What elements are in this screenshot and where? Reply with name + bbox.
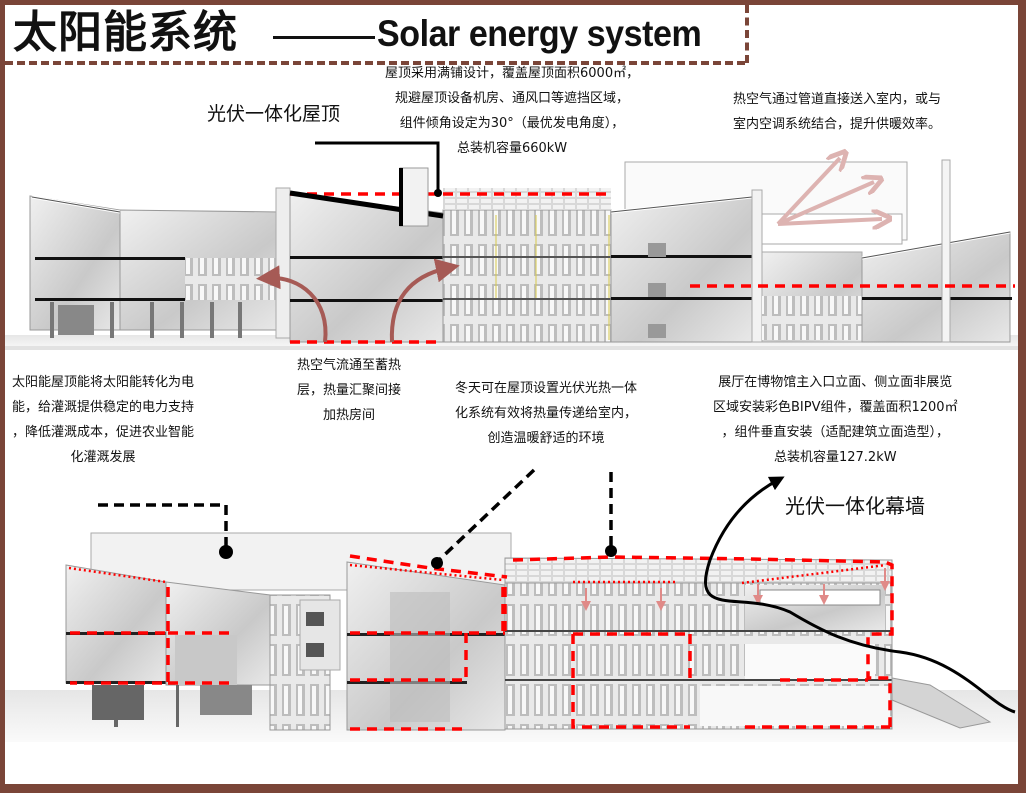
note-heat-storage: 热空气流通至蓄热 层，热量汇聚间接 加热房间 — [297, 353, 401, 428]
note-line: 化灌溉发展 — [70, 450, 136, 465]
note-line: 化系统有效将热量传递给室内， — [455, 406, 638, 421]
note-line: 冬天可在屋顶设置光伏光热一体 — [455, 381, 638, 396]
title-underline-dashed — [5, 61, 745, 65]
note-line: ，组件垂直安装（适配建筑立面造型）， — [721, 425, 950, 440]
note-line: 总装机容量660kW — [456, 141, 568, 156]
note-line: 总装机容量127.2kW — [773, 450, 897, 465]
pv-roof-label: 光伏一体化屋顶 — [207, 103, 341, 125]
note-bipv-facade: 展厅在博物馆主入口立面、侧立面非展览 区域安装彩色BIPV组件，覆盖面积1200… — [713, 370, 958, 470]
note-line: ，降低灌溉成本，促进农业智能 — [12, 425, 195, 440]
pv-curtain-wall-label: 光伏一体化幕墙 — [785, 494, 925, 518]
bottom-section-building — [5, 532, 1018, 742]
note-line: 区域安装彩色BIPV组件，覆盖面积1200㎡ — [713, 400, 958, 415]
title-box: 太阳能系统 Solar energy system — [5, 5, 749, 65]
note-line: 能，给灌溉提供稳定的电力支持 — [12, 400, 195, 415]
bottom-leader-lines — [98, 468, 613, 564]
pv-roof-leader — [289, 141, 444, 227]
note-line: 规避屋顶设备机房、通风口等遮挡区域， — [395, 91, 630, 106]
note-line: 组件倾角设定为30°（最优发电角度）， — [399, 116, 625, 131]
heat-flow-arrows — [256, 258, 460, 343]
note-line: 展厅在博物馆主入口立面、侧立面非展览 — [718, 375, 953, 390]
note-solar-roof-irrigation: 太阳能屋顶能将太阳能转化为电 能，给灌溉提供稳定的电力支持 ，降低灌溉成本，促进… — [12, 370, 194, 470]
curtain-wall-curve-arrow — [704, 476, 1016, 714]
hot-air-arrows — [776, 158, 882, 224]
note-line: 创造温暖舒适的环境 — [487, 431, 605, 446]
heat-down-arrows — [581, 568, 890, 611]
bottom-highlight-dashes — [70, 554, 894, 731]
title-em-dash — [273, 36, 375, 39]
title-right-dashed — [745, 5, 749, 63]
note-line: 层，热量汇聚间接 — [297, 383, 402, 398]
note-line: 室内空调系统结合，提升供暖效率。 — [733, 117, 942, 132]
top-highlight-dashes — [290, 192, 1015, 344]
title-english: Solar energy system — [377, 13, 702, 54]
note-line: 热空气通过管道直接送入室内，或与 — [733, 92, 942, 107]
top-section-building — [5, 159, 1018, 350]
note-line: 热空气流通至蓄热 — [297, 358, 402, 373]
note-hot-air: 热空气通过管道直接送入室内，或与 室内空调系统结合，提升供暖效率。 — [733, 87, 941, 137]
note-line: 屋顶采用满铺设计，覆盖屋顶面积6000㎡， — [385, 66, 640, 81]
section-divider — [5, 346, 1018, 350]
note-roof-design: 屋顶采用满铺设计，覆盖屋顶面积6000㎡， 规避屋顶设备机房、通风口等遮挡区域，… — [385, 61, 639, 161]
note-winter-pvt: 冬天可在屋顶设置光伏光热一体 化系统有效将热量传递给室内， 创造温暖舒适的环境 — [455, 376, 637, 451]
note-line: 太阳能屋顶能将太阳能转化为电 — [12, 375, 195, 390]
note-line: 加热房间 — [323, 408, 376, 423]
title-chinese: 太阳能系统 — [13, 7, 238, 58]
dotted-roof-lines — [68, 563, 887, 585]
leader-dots — [219, 545, 617, 569]
